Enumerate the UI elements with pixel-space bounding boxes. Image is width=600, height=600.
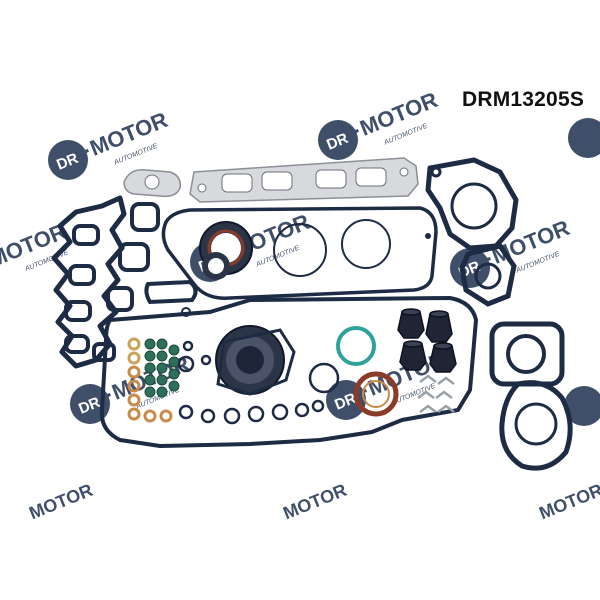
drain-plug-washer [181,307,191,317]
part-number-label: DRM13205S [462,88,585,111]
svg-text:DR: DR [76,394,103,418]
oil-pan-gasket [99,296,478,448]
o-rings [177,340,340,425]
metal-clips [417,374,455,413]
svg-text:MOTOR: MOTOR [280,480,349,524]
svg-text:MOTOR: MOTOR [26,480,95,524]
colored-seal-rings [336,326,399,417]
thermostat-gasket [459,243,517,307]
injector-washers [127,337,173,423]
svg-text:MOTOR: MOTOR [536,480,600,524]
egr-cooler-gasket [489,321,565,387]
injector-boots [397,308,457,373]
rear-main-seal [215,325,296,396]
vacuum-pump-gasket [499,380,573,471]
intake-manifold-gasket [51,195,127,369]
crank-seals [199,219,391,280]
small-flange-gaskets [92,202,198,362]
valve-cover-gasket [161,206,438,300]
svg-text:DR: DR [54,150,81,174]
valve-stem-seals [144,338,180,398]
water-pump-gasket [425,157,519,251]
svg-text:DR: DR [324,130,351,154]
egr-flange-gasket [123,169,182,198]
exhaust-manifold-gasket [189,157,419,203]
svg-text:DR: DR [332,390,359,414]
